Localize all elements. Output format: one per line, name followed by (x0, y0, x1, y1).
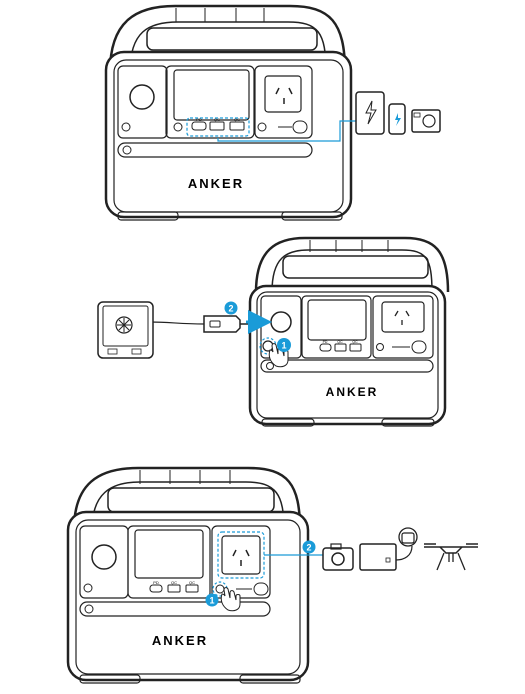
port-label: QC (337, 340, 343, 344)
car-fridge-icon (97, 301, 154, 359)
step-badge-1: 1 (281, 341, 286, 351)
step-badge-1: 1 (209, 596, 214, 606)
brand-logo: ANKER (188, 176, 244, 191)
action-camera-icon (411, 109, 441, 133)
port-label: QC (352, 340, 358, 344)
phone-icon (388, 103, 406, 135)
port-label: QC (234, 117, 240, 122)
brand-logo: ANKER (326, 385, 379, 399)
port-label: PD (153, 580, 159, 585)
port-label: QC (214, 117, 220, 122)
tablet-icon (355, 91, 385, 135)
camera-icon (322, 543, 354, 571)
car-charger-icon (203, 315, 248, 333)
port-label: PD (196, 117, 202, 122)
port-label: QC (189, 580, 195, 585)
brand-logo: ANKER (152, 633, 208, 648)
port-label: PD (323, 340, 328, 344)
laptop-charger-icon (359, 527, 418, 571)
step-badge-2: 2 (306, 543, 311, 553)
panel-1-output-devices: PD QC QC ANKER (104, 4, 441, 221)
finger-press-icon (220, 587, 241, 612)
drone-icon (424, 543, 478, 571)
panel-3-ac-output: PD QC QC ANKER 1 2 (66, 466, 478, 684)
port-label: QC (171, 580, 177, 585)
step-badge-2: 2 (228, 304, 233, 314)
panel-2-car-charging: PD QC QC ANKER 1 2 (97, 236, 450, 427)
